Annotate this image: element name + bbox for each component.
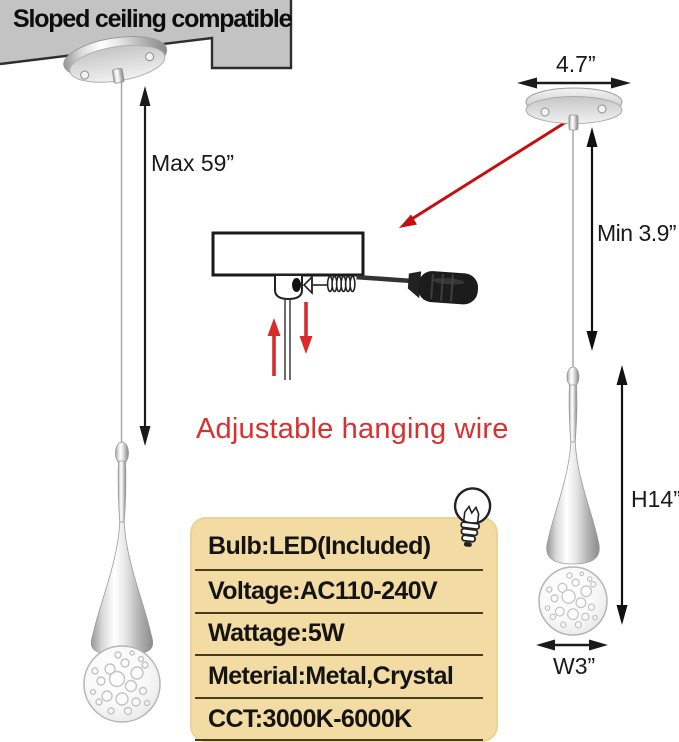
sloped-ceiling-banner-label: Sloped ceiling compatible <box>13 5 293 33</box>
light-bulb-icon <box>453 487 492 547</box>
max-drop-label: Max 59” <box>151 150 235 176</box>
min-drop-arrow <box>586 127 598 351</box>
wire-adjustment-diagram <box>211 231 365 380</box>
max-drop-arrow <box>139 86 151 446</box>
pendant-width-label: W3” <box>553 653 596 679</box>
spec-row-cct: CCT:3000K-6000K <box>195 699 483 742</box>
adjustable-wire-callout: Adjustable hanging wire <box>196 413 509 445</box>
spec-row-voltage: Voltage:AC110-240V <box>195 571 483 614</box>
adjust-up-arrow <box>267 318 281 376</box>
pendant-height-label: H14” <box>631 486 679 512</box>
left-canopy <box>63 36 168 84</box>
spec-box: Bulb:LED(Included) Voltage:AC110-240V Wa… <box>190 517 498 742</box>
canopy-width-arrow <box>517 77 631 89</box>
left-pendant-lamp <box>83 441 161 723</box>
adjust-down-arrow <box>299 302 313 354</box>
spec-row-wattage: Wattage:5W <box>195 614 483 657</box>
pendant-width-arrow <box>536 639 608 651</box>
canopy-diameter-label: 4.7” <box>556 51 596 77</box>
screwdriver-icon <box>356 271 479 305</box>
right-canopy <box>525 87 623 131</box>
canopy-pointer-arrow <box>399 120 567 228</box>
pendant-height-arrow <box>616 365 628 625</box>
min-drop-label: Min 3.9” <box>597 220 677 246</box>
set-screw-threads <box>326 275 356 293</box>
spec-row-bulb: Bulb:LED(Included) <box>195 519 483 571</box>
right-pendant-lamp <box>538 366 608 636</box>
spec-row-material: Meterial:Metal,Crystal <box>195 656 483 699</box>
